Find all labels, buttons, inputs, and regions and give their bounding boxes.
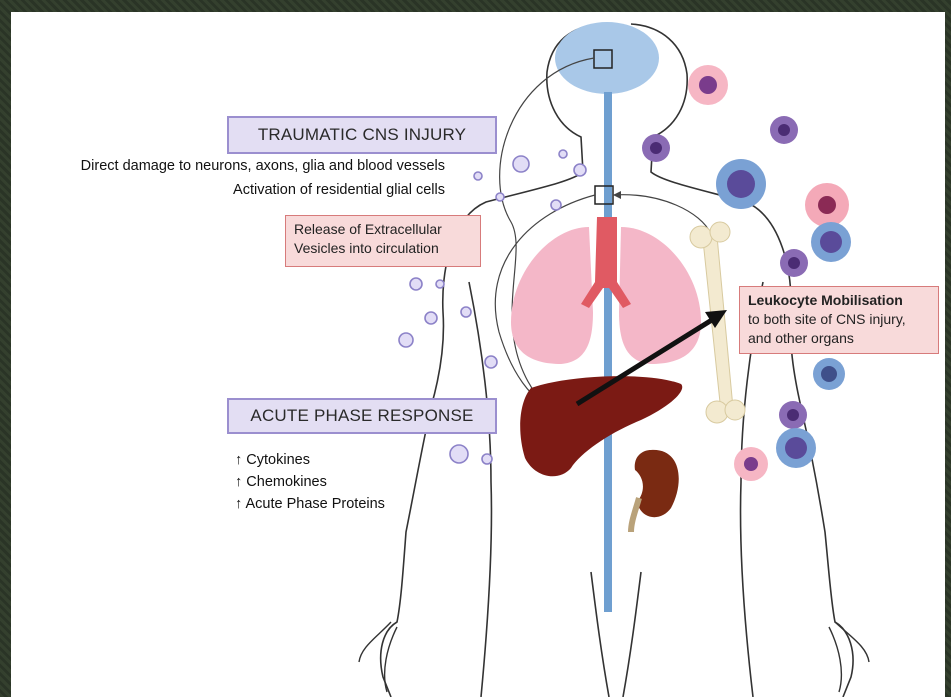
spinal-cord bbox=[604, 92, 612, 612]
leukocyte-line-2: to both site of CNS injury, bbox=[748, 310, 930, 329]
leukocyte-line-3: and other organs bbox=[748, 329, 930, 348]
traumatic-cns-injury-title: TRAUMATIC CNS INJURY bbox=[258, 125, 466, 145]
cytokines-text: ↑ Cytokines bbox=[235, 452, 310, 468]
left-hand bbox=[359, 622, 397, 692]
direct-damage-text: Direct damage to neurons, axons, glia an… bbox=[15, 158, 445, 174]
traumatic-cns-injury-box: TRAUMATIC CNS INJURY bbox=[227, 116, 497, 154]
activation-text: Activation of residential glial cells bbox=[15, 182, 445, 198]
release-line-2: Vesicles into circulation bbox=[294, 239, 472, 258]
right-lung bbox=[619, 227, 701, 364]
kidney bbox=[635, 450, 679, 517]
diagram-canvas: TRAUMATIC CNS INJURY Direct damage to ne… bbox=[11, 12, 945, 697]
acute-phase-proteins-text: ↑ Acute Phase Proteins bbox=[235, 496, 385, 512]
acute-phase-response-box: ACUTE PHASE RESPONSE bbox=[227, 398, 497, 434]
chemokines-text: ↑ Chemokines bbox=[235, 474, 327, 490]
leukocyte-mobilisation-box: Leukocyte Mobilisation to both site of C… bbox=[739, 286, 939, 354]
body-illustration bbox=[11, 12, 945, 697]
brain bbox=[555, 22, 659, 94]
leukocyte-title: Leukocyte Mobilisation bbox=[748, 291, 930, 310]
acute-phase-response-title: ACUTE PHASE RESPONSE bbox=[250, 406, 473, 426]
release-vesicles-box: Release of Extracellular Vesicles into c… bbox=[285, 215, 481, 267]
left-lung bbox=[511, 227, 593, 364]
release-line-1: Release of Extracellular bbox=[294, 220, 472, 239]
ureter bbox=[631, 498, 639, 532]
